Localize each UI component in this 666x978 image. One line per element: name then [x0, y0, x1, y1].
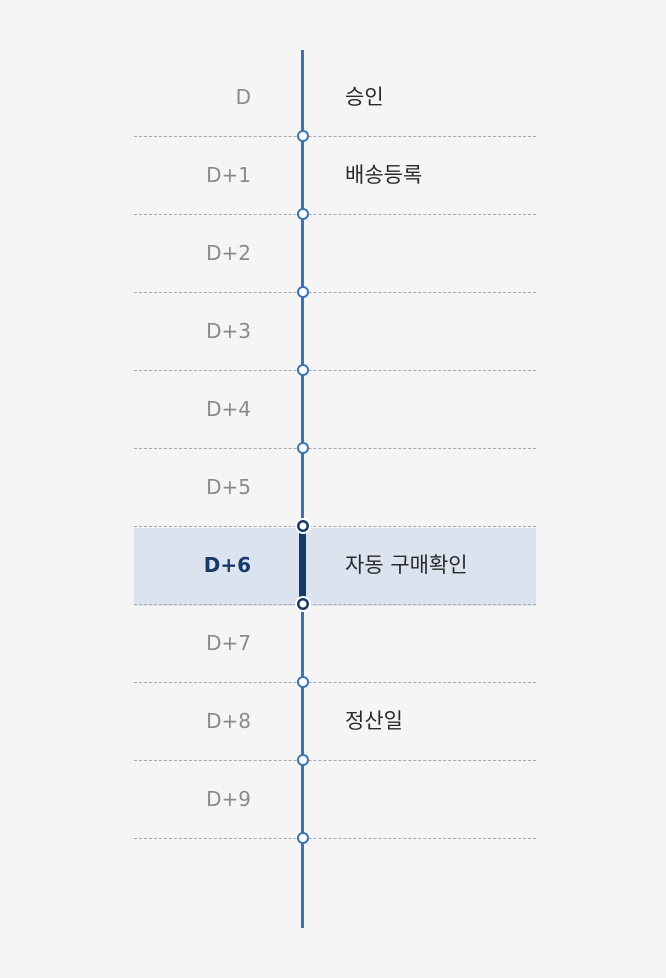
row-divider: [134, 136, 536, 137]
row-divider: [134, 448, 536, 449]
timeline-node: [296, 832, 309, 844]
event-label: 승인: [345, 85, 384, 109]
timeline-node-active: [294, 596, 311, 612]
day-label: D+2: [206, 241, 251, 265]
timeline-node: [296, 130, 309, 142]
day-label: D+7: [206, 631, 251, 655]
row-divider: [134, 838, 536, 839]
timeline-axis: [301, 50, 304, 928]
day-label: D+1: [206, 163, 251, 187]
timeline-node: [296, 442, 309, 454]
row-divider: [134, 682, 536, 683]
event-label: 배송등록: [345, 163, 423, 187]
row-divider: [134, 604, 536, 605]
timeline-axis-active-segment: [299, 528, 306, 606]
day-label: D+8: [206, 709, 251, 733]
active-row-highlight: [134, 528, 536, 606]
row-divider: [134, 292, 536, 293]
row-divider: [134, 214, 536, 215]
event-label: 자동 구매확인: [345, 553, 468, 577]
event-label: 정산일: [345, 709, 403, 733]
row-divider: [134, 760, 536, 761]
row-divider: [134, 370, 536, 371]
day-label: D+5: [206, 475, 251, 499]
day-label: D: [235, 85, 251, 109]
timeline-node-active: [294, 518, 311, 534]
timeline-node: [296, 754, 309, 766]
timeline-node: [296, 364, 309, 376]
row-divider: [134, 526, 536, 527]
timeline-node: [296, 676, 309, 688]
timeline-node: [296, 208, 309, 220]
day-label: D+4: [206, 397, 251, 421]
day-label: D+9: [206, 787, 251, 811]
day-label: D+6: [203, 553, 251, 577]
day-label: D+3: [206, 319, 251, 343]
timeline-node: [296, 286, 309, 298]
